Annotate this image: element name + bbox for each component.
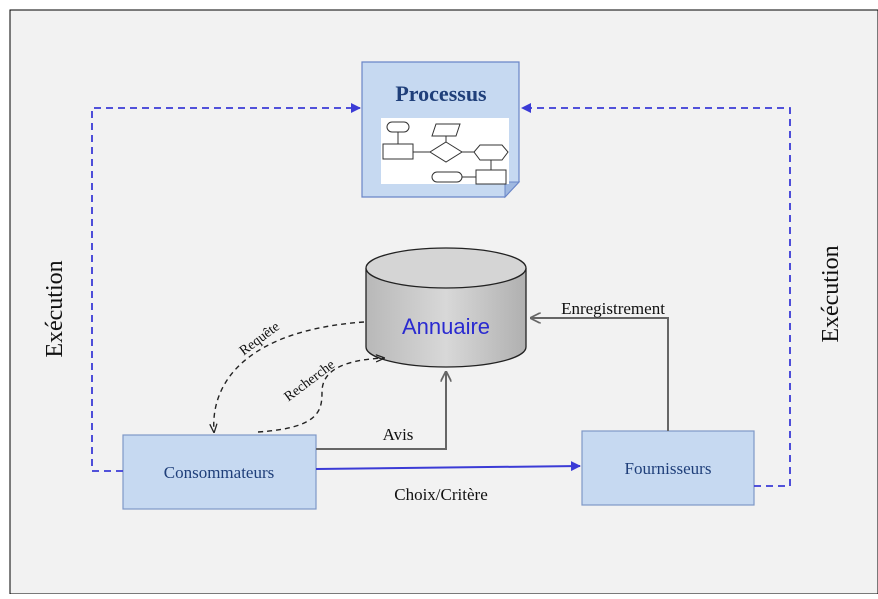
- review-label: Avis: [383, 425, 414, 444]
- request-arrow: [214, 321, 365, 432]
- process-title: Processus: [395, 81, 487, 106]
- search-arrow: [257, 358, 384, 433]
- registration-label: Enregistrement: [561, 299, 665, 318]
- suppliers-box: Fournisseurs: [581, 430, 755, 506]
- consumers-label: Consommateurs: [164, 463, 275, 482]
- review-arrow: [316, 372, 446, 450]
- choice-label: Choix/Critère: [394, 485, 487, 504]
- registration-arrow: [531, 318, 669, 431]
- consumers-box: Consommateurs: [122, 434, 317, 510]
- execution-right-label: Exécution: [818, 245, 844, 342]
- suppliers-label: Fournisseurs: [625, 459, 712, 478]
- choice-arrow: [315, 461, 581, 472]
- process-box: Processus: [361, 61, 521, 199]
- directory-cylinder: Annuaire: [365, 247, 527, 368]
- directory-label: Annuaire: [402, 314, 490, 339]
- execution-left-label: Exécution: [42, 260, 68, 357]
- left-execution-arrow: [91, 103, 361, 472]
- right-execution-arrow: [521, 103, 791, 487]
- flowchart-thumbnail: [381, 118, 509, 185]
